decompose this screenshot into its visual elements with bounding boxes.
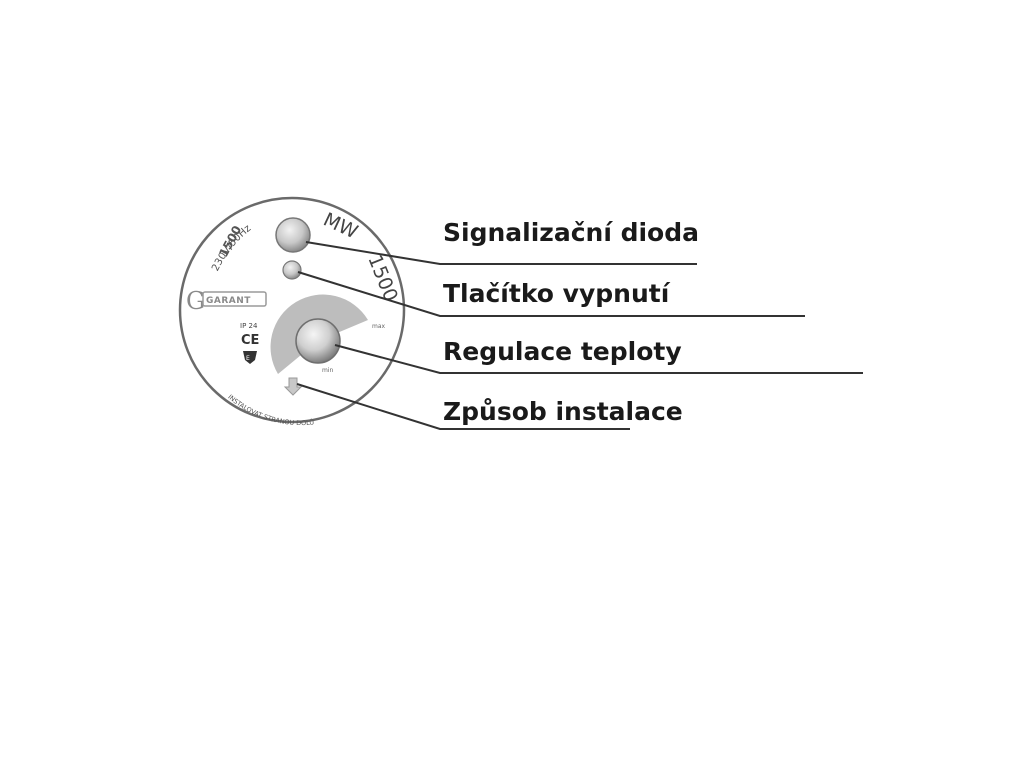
leader-lines [296,241,863,430]
dial-max-label: max [372,323,386,330]
safety-mark-icon: E [243,351,257,364]
callout-temperature-regulation: Regulace teploty [443,337,682,366]
callout-signal-diode: Signalizační dioda [443,218,699,247]
leader-line-install [296,383,630,430]
temperature-knob [295,318,341,364]
signal-diode [275,217,311,253]
leader-line-temperature [334,344,863,374]
install-arrow-icon [283,377,303,396]
callout-installation-method: Způsob instalace [443,397,683,426]
dial-min-label: min [322,367,334,374]
callout-off-button: Tlačítko vypnutí [443,279,670,308]
brand-logo-g-icon: G [186,287,205,315]
brand-text: GARANT [206,296,251,306]
leader-line-diode [305,241,697,265]
brand-logo: G GARANT [186,287,267,315]
ce-mark-text: CE [241,333,259,348]
ip-rating-text: IP 24 [240,322,258,330]
off-button [282,260,302,280]
brand-logo-frame [202,291,267,307]
temperature-dial: max min [270,294,386,374]
leader-line-off-button [297,271,805,317]
svg-text:E: E [246,355,250,362]
